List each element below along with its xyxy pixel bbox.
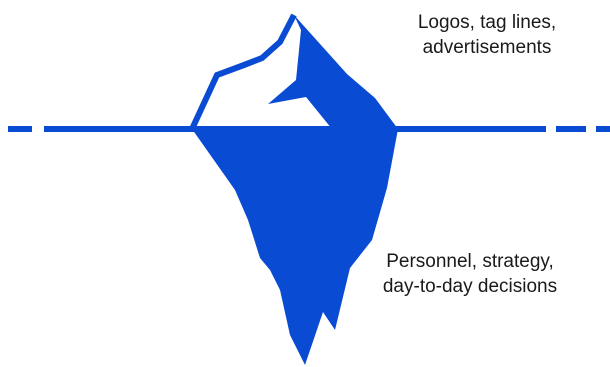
label-below-waterline: Personnel, strategy, day-to-day decision… xyxy=(345,249,595,299)
iceberg-submerged xyxy=(192,129,398,365)
iceberg-tip-shaded-face xyxy=(268,15,398,129)
label-below-line1: Personnel, strategy, xyxy=(386,251,554,272)
label-above-line2: advertisements xyxy=(422,37,552,58)
iceberg-tip-outline xyxy=(189,13,297,131)
label-above-waterline: Logos, tag lines, advertisements xyxy=(382,10,592,60)
label-below-line2: day-to-day decisions xyxy=(382,276,558,297)
label-above-line1: Logos, tag lines, xyxy=(417,12,557,33)
